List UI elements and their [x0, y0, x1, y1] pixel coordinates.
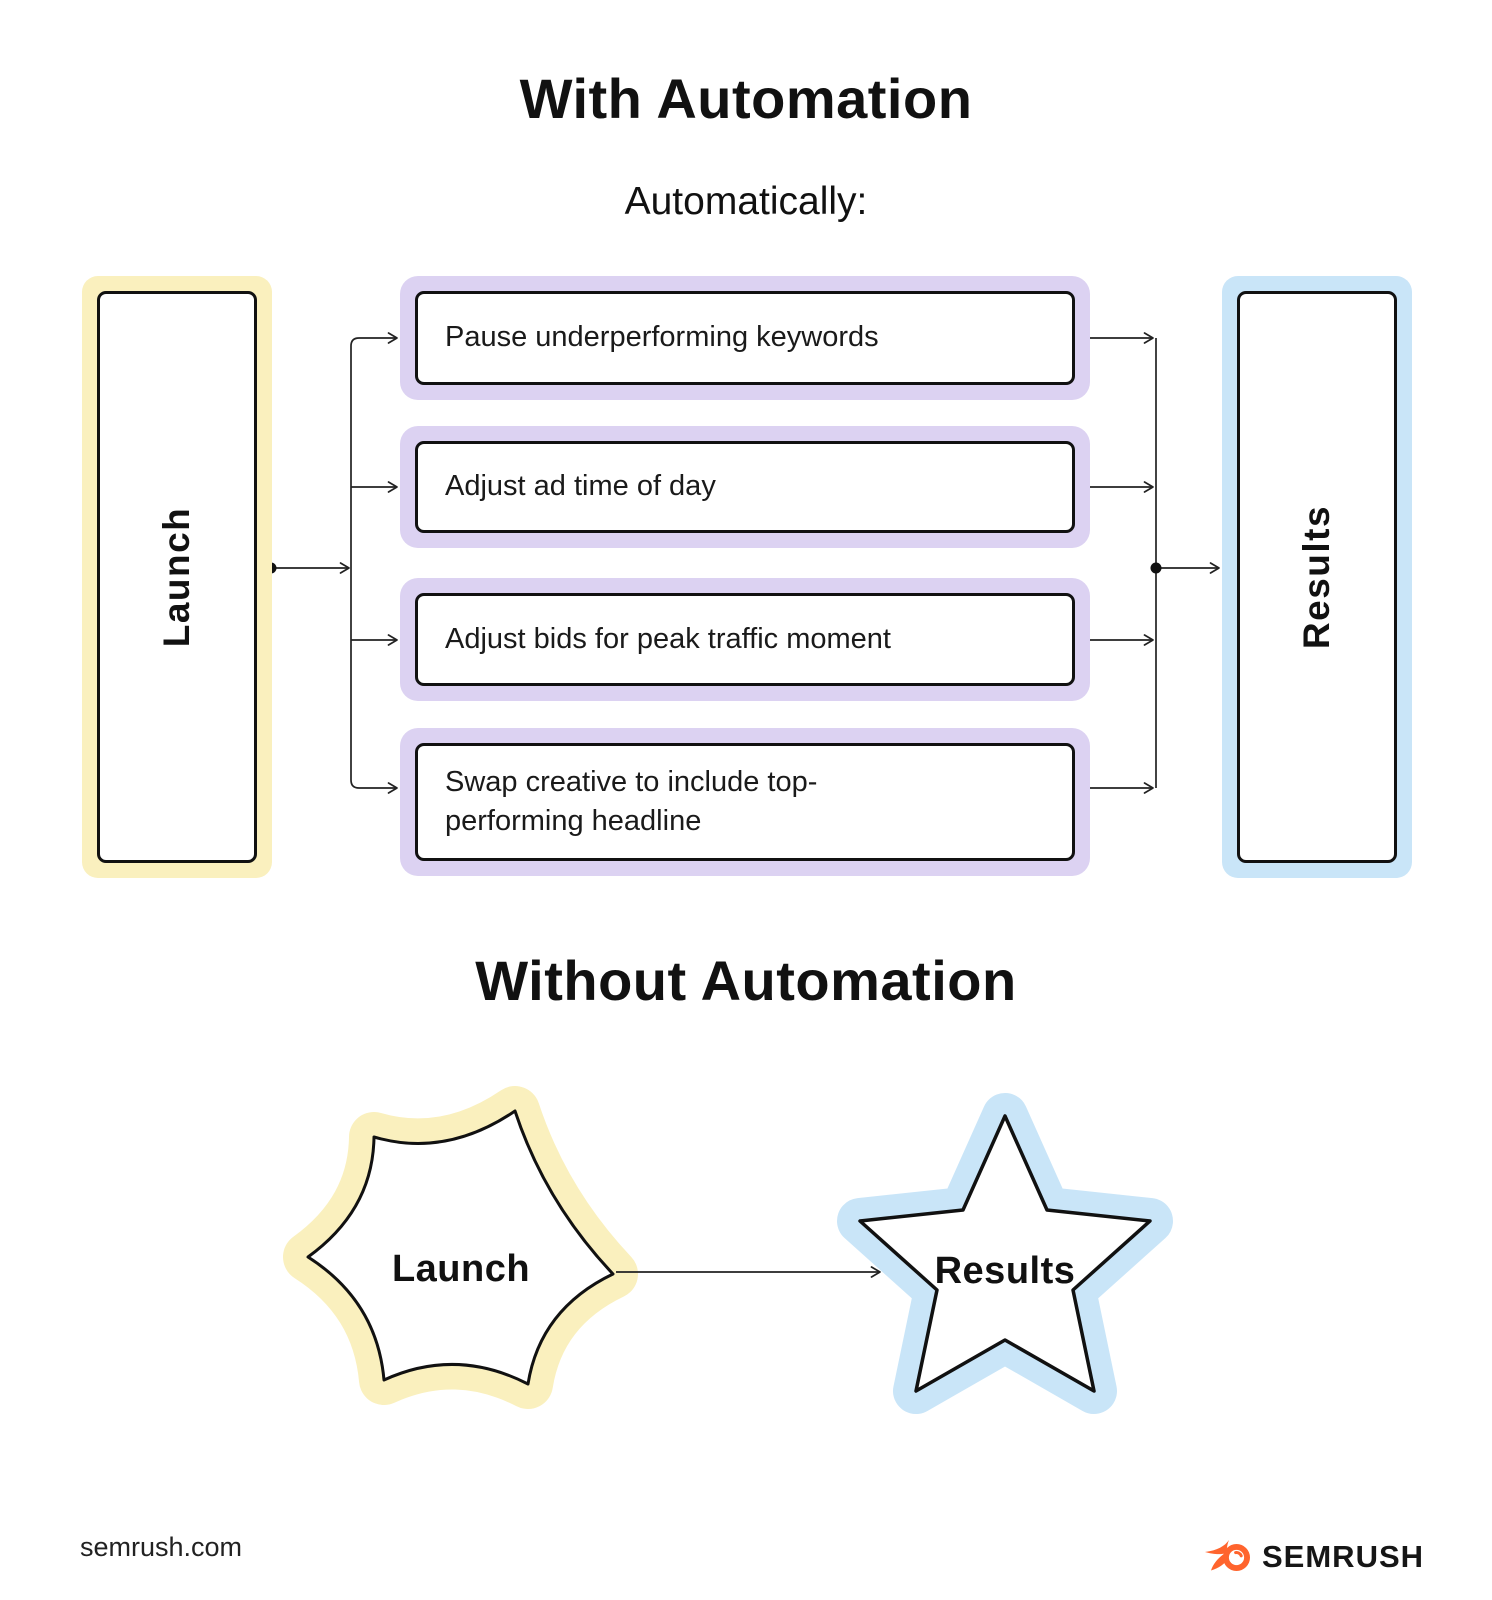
with-automation-title: With Automation — [519, 67, 973, 130]
action-node-3: Adjust bids for peak traffic moment — [400, 578, 1090, 701]
results-node: Results — [1222, 276, 1412, 878]
semrush-logo: SEMRUSH — [1203, 1537, 1424, 1577]
action-node-2-label: Adjust ad time of day — [445, 470, 716, 503]
launch-node-box: Launch — [97, 291, 257, 863]
action-node-1-box: Pause underperforming keywords — [415, 291, 1075, 385]
launch-node-label: Launch — [156, 506, 197, 648]
left-connectors — [272, 332, 398, 794]
launch-node: Launch — [82, 276, 272, 878]
flower-launch-label: Launch — [391, 1248, 531, 1290]
without-automation-title: Without Automation — [475, 949, 1017, 1012]
action-node-1: Pause underperforming keywords — [400, 276, 1090, 400]
action-node-4-box: Swap creative to include top-performing … — [415, 743, 1075, 861]
action-node-2-box: Adjust ad time of day — [415, 441, 1075, 533]
action-node-2: Adjust ad time of day — [400, 426, 1090, 548]
right-connectors — [1090, 332, 1220, 794]
action-node-3-box: Adjust bids for peak traffic moment — [415, 593, 1075, 686]
semrush-logo-text: SEMRUSH — [1262, 1539, 1425, 1574]
left-spine — [350, 337, 360, 789]
action-node-3-label: Adjust bids for peak traffic moment — [445, 622, 891, 655]
site-url: semrush.com — [80, 1532, 243, 1562]
semrush-logo-icon — [1205, 1540, 1250, 1571]
results-junction-dot — [1150, 562, 1162, 574]
action-node-4: Swap creative to include top-performing … — [400, 728, 1090, 876]
action-node-4-label: Swap creative to include top-performing … — [445, 765, 818, 837]
with-automation-subtitle: Automatically: — [624, 180, 868, 223]
results-node-box: Results — [1237, 291, 1397, 863]
star-results-label: Results — [934, 1250, 1076, 1292]
results-node-label: Results — [1296, 504, 1337, 650]
action-node-1-label: Pause underperforming keywords — [445, 321, 879, 354]
